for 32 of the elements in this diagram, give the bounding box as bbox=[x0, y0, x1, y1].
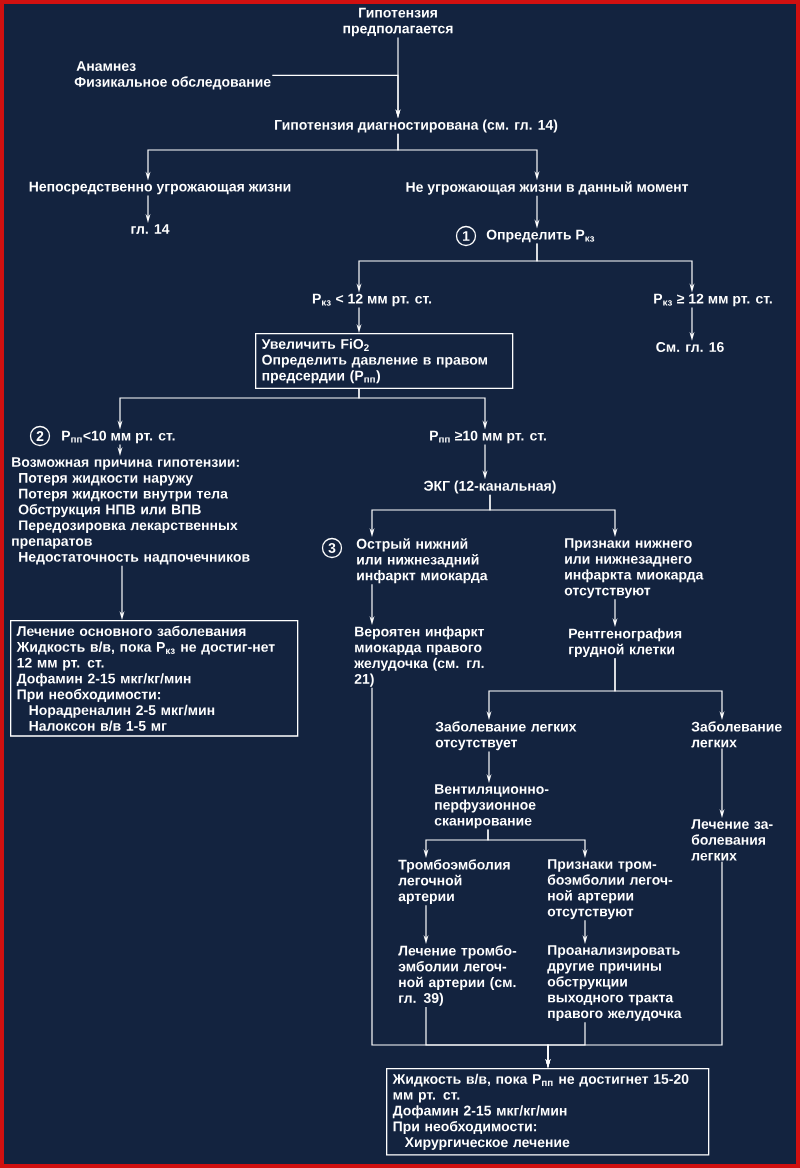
step-text: Гипотензия предполагается bbox=[343, 7, 453, 37]
step-text: Лечение за-болевания легких bbox=[691, 819, 773, 861]
callout-number: 3 bbox=[321, 537, 343, 559]
step-text: Не угрожающая жизни в данный момент bbox=[406, 181, 689, 195]
step-text: P$_{кз}$ < 12 мм рт. ст. bbox=[312, 293, 432, 307]
step-text: Тромбоэмболия легочной артерии bbox=[398, 859, 510, 904]
step-text: Определить P$_{кз}$ bbox=[486, 229, 595, 243]
step-text: Признаки нижнего или нижнезаднего инфаркта миокарда отсутствуют bbox=[564, 538, 704, 599]
callout-number: 2 bbox=[29, 425, 51, 447]
action-box: Увеличить FiO$_{2}$ Определить давление в правом предсердии (P$_{пп}$) bbox=[255, 333, 514, 389]
step-text: Признаки тром-боэмболии легоч-ной артерии отсутствуют bbox=[547, 859, 673, 920]
step-text: ЭКГ (12-канальная) bbox=[423, 480, 556, 494]
step-text: P$_{пп}$<10 мм рт. ст. bbox=[62, 430, 175, 444]
step-text: гл. 14 bbox=[131, 224, 170, 234]
step-text: Рентгенография грудной клетки bbox=[569, 628, 682, 658]
callout-number: 1 bbox=[455, 225, 477, 247]
step-text: Проанализировать другие причины обструкции выходного тракта правого желудочка bbox=[547, 945, 682, 1021]
step-text: Лечение тромбо-эмболии легоч-ной артерии (см. гл. 39) bbox=[398, 945, 517, 1006]
step-text: Острый нижний или нижнезадний инфаркт миокарда bbox=[356, 538, 488, 584]
cause-list: Анамнез Физикальное обследование bbox=[74, 61, 271, 90]
cause-list: Возможная причина гипотензии: Потеря жидкости наружу Потеря жидкости внутри тела Обструкция НПВ или ВПВ Передозировка лекарственных препаратов Недостаточность надпочечников bbox=[12, 457, 250, 565]
step-text: Заболевание легких отсутствует bbox=[435, 721, 577, 751]
action-box: Лечение основного заболевания Жидкость в/в, пока P$_{кз}$ не достиг-нет 12 мм рт. ст. Дофамин 2-15 мкг/кг/мин При необходимости: Норадреналин 2-5 мкг/мин Налоксон в/в 1-5 мг bbox=[10, 620, 299, 737]
step-text: Гипотензия диагностирована (см. гл. 14) bbox=[275, 119, 558, 133]
step-text: Вентиляционно-перфузионное сканирование bbox=[434, 784, 549, 829]
step-text: P$_{кз}$ ≥ 12 мм рт. ст. bbox=[654, 293, 772, 307]
step-text: Непосредственно угрожающая жизни bbox=[29, 181, 291, 195]
step-text: P$_{пп}$ ≥10 мм рт. ст. bbox=[430, 430, 546, 444]
step-text: Вероятен инфаркт миокарда правого желудочка (см. гл. 21) bbox=[354, 626, 485, 687]
action-box: Жидкость в/в, пока P$_{пп}$ не достигнет 15-20 мм рт. ст. Дофамин 2-15 мкг/кг/мин При необходимости: Хирургическое лечение bbox=[386, 1068, 710, 1156]
step-text: См. гл. 16 bbox=[656, 342, 724, 352]
step-text: Заболевание легких bbox=[691, 721, 782, 748]
